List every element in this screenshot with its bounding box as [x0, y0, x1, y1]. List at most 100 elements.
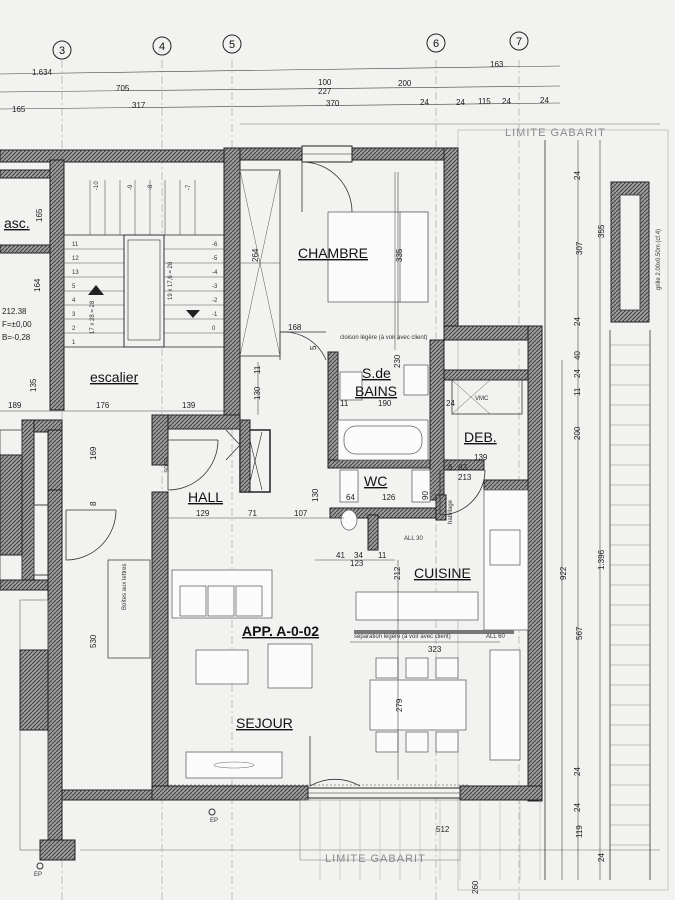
stair-t-1: -10: [94, 181, 100, 190]
dim-right-1396: 1.396: [597, 549, 606, 570]
ep-note-2: EP: [210, 818, 218, 824]
dim-right-40: 40: [573, 351, 582, 360]
dim-11a: 11: [340, 399, 349, 408]
inner-dim-lines: [168, 172, 500, 786]
stair-r-4: -3: [212, 284, 218, 290]
left-core: asc. 165 164 212.38 F=±0,00 B=-0,28 11 1…: [0, 149, 231, 878]
room-chambre: CHAMBRE: [298, 245, 368, 261]
vmc-note: VMC: [475, 396, 489, 402]
dim-right-567: 567: [575, 626, 584, 640]
room-sdb-1: S.de: [362, 365, 391, 381]
dim-530: 530: [89, 634, 98, 648]
boites-note: Boîtes aux lettres: [122, 564, 128, 610]
stair-r-7: 0: [212, 326, 216, 332]
dim-83: 83: [458, 463, 467, 472]
room-hall: HALL: [188, 489, 223, 505]
dim-90: 90: [421, 491, 430, 500]
doors: [167, 161, 486, 787]
dim-top-317: 317: [132, 101, 146, 110]
stair-t-4: -7: [186, 184, 192, 190]
dim-11b: 11: [253, 365, 262, 374]
room-asc: asc.: [4, 215, 30, 231]
dim-126: 126: [382, 493, 396, 502]
room-escalier: escalier: [90, 369, 139, 385]
dim-164: 164: [33, 278, 42, 292]
dim-right-922: 922: [559, 566, 568, 580]
dim-212: 212: [393, 566, 402, 580]
dim-top-1634: 1.634: [32, 68, 53, 77]
left-info-1: 212.38: [2, 307, 27, 316]
dim-264: 264: [251, 248, 260, 262]
stair-r-1: -6: [212, 242, 218, 248]
right-exterior: grille 2.00x0.50m (cf.4) 24 307 355 24 4…: [457, 129, 669, 894]
dim-5: 5: [309, 345, 318, 350]
ebr-note: E30S: [162, 458, 168, 473]
all60-note: ALL 60: [486, 634, 505, 640]
dim-top-165: 165: [12, 105, 26, 114]
dim-64: 64: [346, 493, 355, 502]
top-dimensions: 1.634 705 100 227 200 163 165 317 370 24…: [0, 60, 561, 114]
stair-r-6: -1: [212, 312, 218, 318]
dim-right-355: 355: [597, 224, 606, 238]
dim-176: 176: [96, 401, 110, 410]
dim-top-100: 100: [318, 78, 332, 87]
habillage-note: habillage: [448, 499, 454, 524]
dim-right-24d: 24: [573, 767, 582, 776]
room-sdb-2: BAINS: [355, 383, 397, 399]
axis-label-3: 3: [59, 45, 65, 57]
dim-top-370: 370: [326, 99, 340, 108]
dim-top-24b: 24: [456, 98, 465, 107]
dim-335: 335: [395, 248, 404, 262]
dim-34: 34: [354, 551, 363, 560]
stair-r-5: -2: [212, 298, 218, 304]
dim-230: 230: [393, 354, 402, 368]
all30-note: ALL 30: [404, 536, 423, 542]
dim-right-11: 11: [573, 387, 582, 396]
stair-t-3: -8: [148, 184, 154, 190]
room-labels: CHAMBRE S.de BAINS DEB. WC HALL CUISINE …: [188, 245, 497, 731]
axis-label-6: 6: [433, 38, 439, 50]
stair-r-2: -5: [212, 256, 218, 262]
stair-txt-1: 19 x 17,6 = 28: [168, 261, 174, 300]
dim-right-200: 200: [573, 426, 582, 440]
stair-l-1: 11: [72, 242, 79, 248]
ep-note-1: EP: [34, 872, 42, 878]
dim-135: 135: [29, 378, 38, 392]
dim-right-260: 260: [471, 880, 480, 894]
room-cuisine: CUISINE: [414, 565, 471, 581]
dim-512: 512: [436, 825, 450, 834]
dim-right-24b: 24: [573, 317, 582, 326]
stair-l-6: 3: [72, 312, 76, 318]
dim-107: 107: [294, 509, 308, 518]
dim-right-24c: 24: [573, 369, 582, 378]
dim-top-24a: 24: [420, 98, 429, 107]
stair-t-2: -9: [128, 184, 134, 190]
dim-right-119: 119: [575, 825, 584, 838]
stair-l-3: 13: [72, 270, 79, 276]
left-info-3: B=-0,28: [2, 333, 31, 342]
room-sejour: SEJOUR: [236, 715, 293, 731]
dim-top-705: 705: [116, 84, 130, 93]
dim-top-24c: 24: [502, 97, 511, 106]
dim-right-24a: 24: [573, 171, 582, 180]
grille-note: grille 2.00x0.50m (cf.4): [656, 229, 662, 290]
dim-123: 123: [350, 559, 364, 568]
dim-right-307: 307: [575, 241, 584, 255]
stair-l-5: 4: [72, 298, 76, 304]
stair-txt-2: 17 x 28 = 28: [90, 300, 96, 334]
dim-139a: 139: [474, 453, 488, 462]
room-wc: WC: [364, 473, 387, 489]
dim-279: 279: [395, 698, 404, 712]
stair-l-7: 2: [72, 326, 76, 332]
apartment-id: APP. A-0-02: [242, 623, 319, 639]
dim-129: 129: [196, 509, 210, 518]
dim-189: 189: [8, 401, 22, 410]
stair-r-3: -4: [212, 270, 218, 276]
room-deb: DEB.: [464, 429, 497, 445]
dim-168: 168: [288, 323, 302, 332]
dim-165: 165: [35, 208, 44, 222]
dim-top-227: 227: [318, 87, 332, 96]
left-info-2: F=±0,00: [2, 320, 32, 329]
dim-11c: 11: [378, 551, 387, 560]
axis-bubbles: 3 4 5 6 7: [52, 31, 529, 60]
